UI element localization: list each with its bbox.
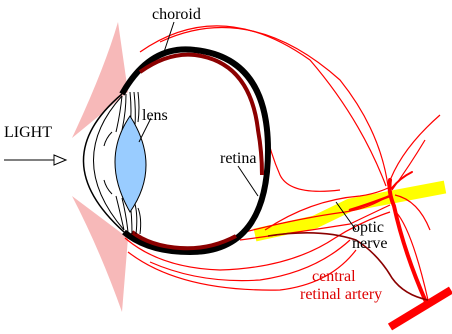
ciliary-lower-4 <box>135 204 137 234</box>
label-retina: retina <box>220 150 256 167</box>
artery-bar <box>390 290 451 327</box>
lens-shape <box>115 116 146 212</box>
artery-branch-2 <box>392 172 412 188</box>
iris-upper <box>104 132 112 146</box>
light-arrow <box>4 155 66 165</box>
label-retinal-artery: retinal artery <box>300 286 382 303</box>
retina-leader <box>238 166 258 196</box>
iris-lower <box>104 180 112 194</box>
vessel-upper-3 <box>262 112 340 191</box>
blood-vessels <box>125 26 440 300</box>
lower-eyelid <box>72 196 128 312</box>
vessel-right-1 <box>388 115 440 186</box>
label-nerve: nerve <box>352 235 388 252</box>
ciliary-lower-5 <box>138 208 141 234</box>
ciliary-upper-4 <box>134 92 135 126</box>
ciliary-upper-5 <box>138 92 139 122</box>
light-arrow-head <box>54 155 66 165</box>
label-optic: optic <box>352 219 384 236</box>
label-choroid: choroid <box>152 6 201 23</box>
upper-eyelid <box>72 22 128 138</box>
label-lens: lens <box>142 107 168 124</box>
label-central: central <box>312 268 356 285</box>
label-light: LIGHT <box>4 124 52 141</box>
